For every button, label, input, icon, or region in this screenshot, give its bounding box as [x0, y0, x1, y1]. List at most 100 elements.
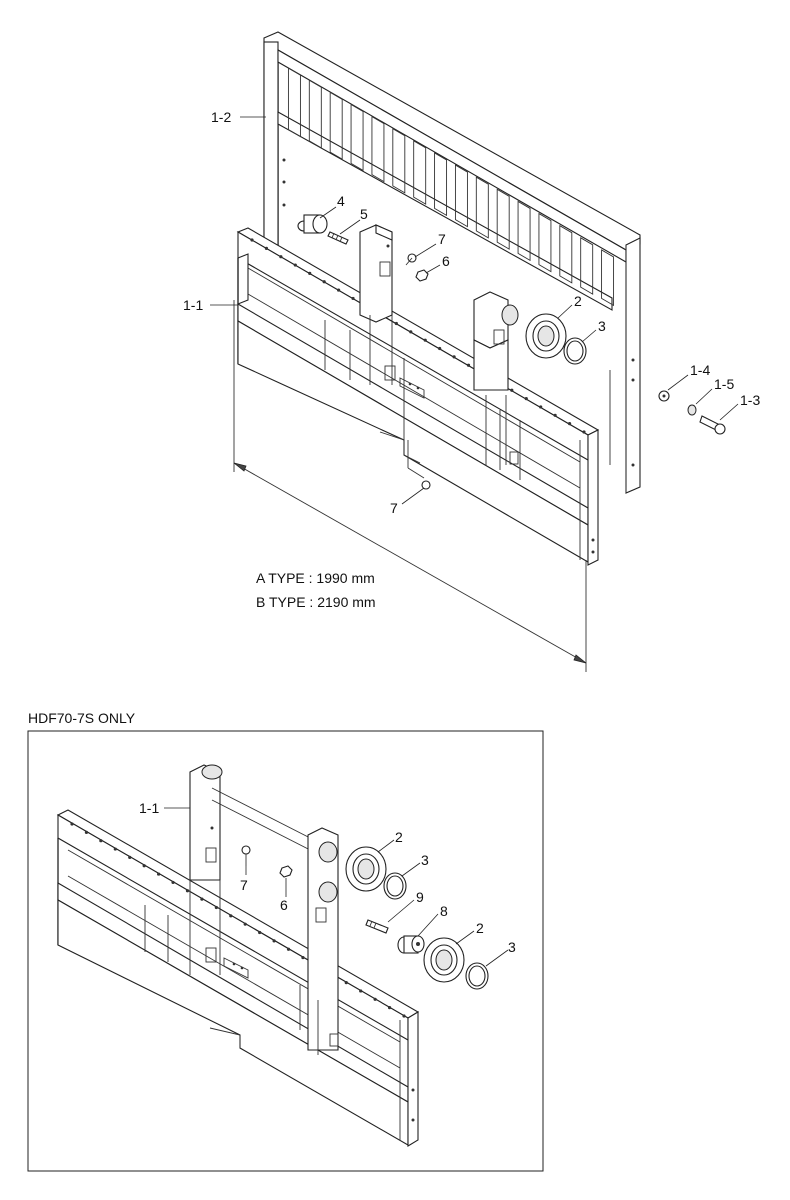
bolt-hole: [286, 947, 291, 951]
inset-label-9: 9: [416, 889, 424, 905]
inset-label-2a: 2: [395, 829, 403, 845]
bolt-hole: [582, 430, 586, 434]
backrest-slat: [496, 188, 510, 250]
backrest-slat: [434, 152, 448, 217]
label-6: 6: [442, 253, 450, 269]
bolt-hole: [142, 864, 146, 868]
bolt-hole: [301, 955, 305, 960]
inset-fork-bracket-left: [189, 764, 319, 979]
label-4: 4: [337, 193, 345, 209]
part-5-pin: [327, 231, 349, 245]
bolt-hole: [567, 422, 572, 426]
leader-lines-top: [210, 116, 739, 505]
bolt-hole: [344, 981, 348, 985]
bolt-hole: [185, 889, 190, 893]
bolt-hole: [279, 255, 283, 259]
bolt-hole: [438, 346, 442, 351]
inset-label-3a: 3: [421, 852, 429, 868]
inset-pin-9: [365, 919, 389, 934]
bolt-hole: [250, 238, 254, 242]
backrest-slat: [350, 103, 364, 172]
leader-lines-inset: [164, 807, 509, 967]
label-7-top: 7: [438, 231, 446, 247]
bolt-hole: [387, 1006, 392, 1010]
backrest-slat: [454, 164, 468, 228]
inset-fork-bracket-right: [307, 827, 339, 1055]
backrest-slat: [371, 115, 385, 183]
inset-bolt-7: [241, 845, 251, 866]
bolt-hole: [171, 880, 175, 885]
part-4-spacer: [297, 214, 328, 234]
bolt-hole: [113, 847, 117, 851]
backrest-slat: [559, 224, 573, 284]
part-7-bolt-top: [405, 253, 417, 266]
bolt-hole: [409, 330, 413, 334]
label-1-4: 1-4: [690, 362, 710, 378]
part-6-nut: [415, 269, 429, 282]
bolt-hole: [293, 263, 297, 267]
inset-snap-ring-3a: [383, 872, 407, 900]
inset-snap-ring-3b: [465, 962, 489, 990]
backrest-slat: [538, 212, 552, 273]
part-1-3-bolt: [699, 415, 726, 435]
backrest-slat: [308, 79, 322, 149]
snap-ring-3: [563, 337, 587, 365]
bolt-hole: [402, 1014, 406, 1018]
label-5: 5: [360, 206, 368, 222]
roller-bearing-2: [525, 313, 567, 359]
fork-bracket-left: [359, 224, 425, 399]
carriage: [236, 227, 600, 566]
bolt-hole: [452, 355, 456, 359]
inset-label-3b: 3: [508, 939, 516, 955]
inset-roller-bearing-2b: [423, 937, 465, 983]
backrest-slat: [287, 67, 301, 138]
label-1-1: 1-1: [183, 297, 203, 313]
bolt-hole: [308, 271, 312, 275]
inset-frame: [27, 730, 544, 1172]
part-1-5-spring-washer: [687, 404, 697, 416]
bolt-hole: [337, 288, 341, 292]
bolt-hole: [539, 405, 543, 409]
inset-label-6: 6: [280, 897, 288, 913]
bolt-hole: [84, 830, 89, 834]
bolt-hole: [99, 839, 103, 843]
bolt-hole: [466, 363, 471, 367]
bolt-hole: [264, 246, 269, 250]
backrest-slats: [287, 67, 615, 307]
bolt-hole: [359, 989, 363, 993]
inset-label-2b: 2: [476, 920, 484, 936]
backrest-frame: [263, 31, 641, 494]
bolt-hole: [214, 905, 218, 910]
bolt-hole: [70, 822, 74, 826]
bolt-hole: [351, 296, 355, 301]
bolt-hole: [322, 280, 326, 284]
inset-nut-6: [279, 865, 293, 878]
bolt-hole: [200, 897, 204, 901]
part-7-bolt-bottom: [407, 440, 431, 490]
inset-label-7: 7: [240, 877, 248, 893]
part-1-4-washer: [658, 390, 670, 402]
label-7-bottom: 7: [390, 500, 398, 516]
bolt-hole: [423, 338, 427, 342]
inset-caption: HDF70-7S ONLY: [28, 710, 136, 726]
label-1-3: 1-3: [740, 392, 760, 408]
bolt-hole: [128, 855, 132, 859]
label-1-5: 1-5: [714, 376, 734, 392]
bolt-hole: [272, 939, 276, 943]
bolt-hole: [510, 388, 514, 392]
backrest-slat: [329, 91, 343, 160]
backrest-slat: [580, 237, 594, 295]
bolt-hole: [524, 397, 528, 401]
inset-label-1-1: 1-1: [139, 800, 159, 816]
bolt-hole: [243, 922, 247, 926]
backrest-slat: [392, 127, 406, 194]
type-b-dimension: B TYPE : 2190 mm: [256, 594, 376, 610]
label-3: 3: [598, 318, 606, 334]
label-2: 2: [574, 293, 582, 309]
bolt-hole: [157, 872, 161, 876]
bolt-hole: [553, 413, 557, 417]
backrest-slat: [601, 249, 615, 307]
inset-label-8: 8: [440, 903, 448, 919]
type-a-dimension: A TYPE : 1990 mm: [256, 570, 375, 586]
